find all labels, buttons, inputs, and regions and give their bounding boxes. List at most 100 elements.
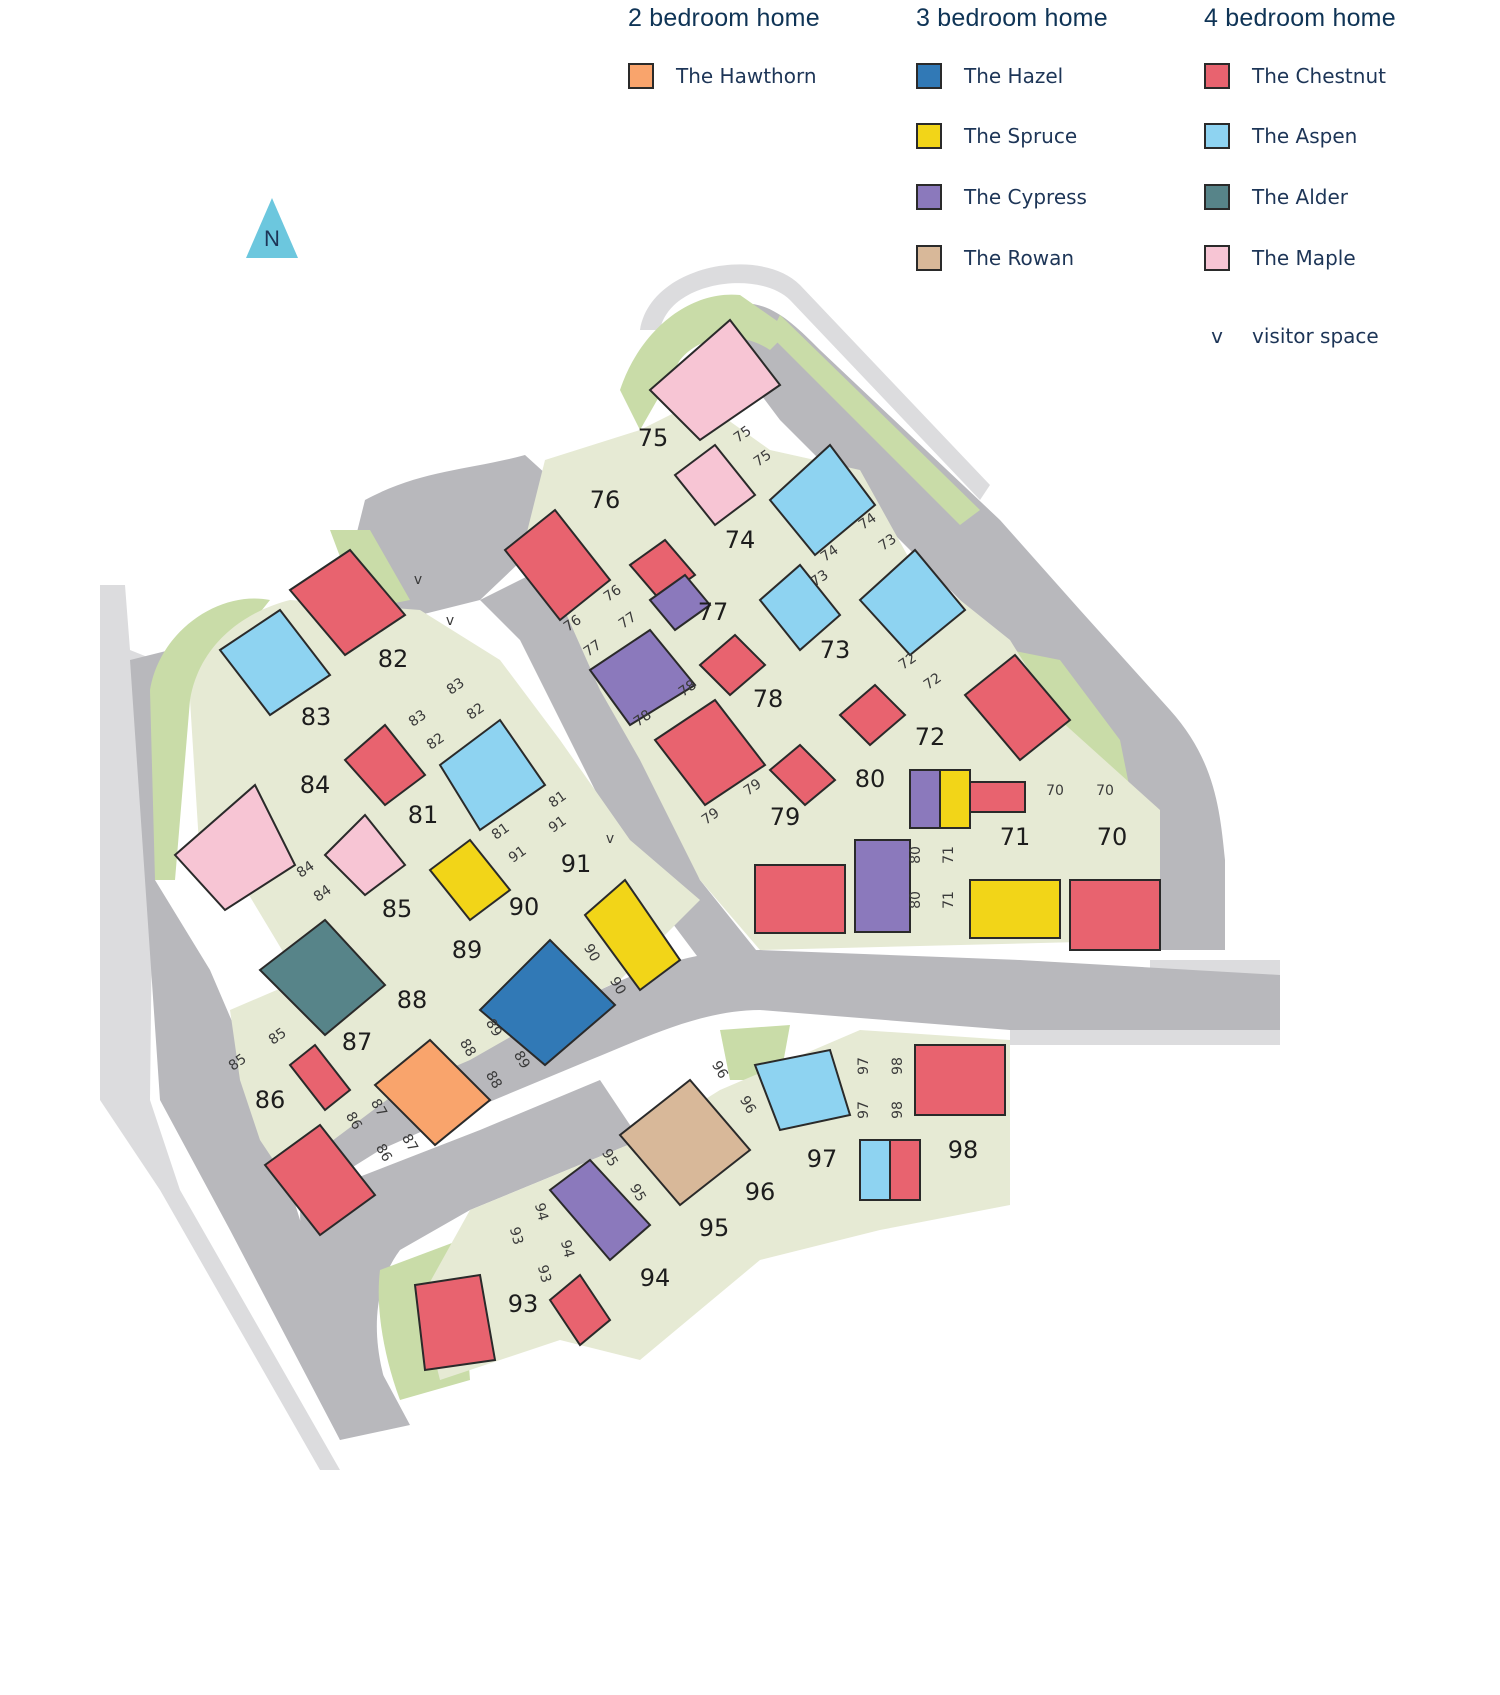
legend-item-hazel: The Hazel xyxy=(916,61,1063,91)
parking-space-label: 95 xyxy=(598,1146,621,1169)
house-plot-80-neighbour[interactable] xyxy=(939,769,971,829)
house-plot-98-garage[interactable] xyxy=(889,1139,921,1201)
house-plot-98[interactable] xyxy=(914,1044,1006,1116)
legend-swatch-cypress xyxy=(916,184,942,210)
plot-number-93: 93 xyxy=(508,1290,539,1318)
plot-number-73: 73 xyxy=(820,636,851,664)
house-plot-72-garage[interactable] xyxy=(838,683,907,747)
legend-label-aspen: The Aspen xyxy=(1252,124,1358,148)
parking-space-label: 97 xyxy=(856,1057,872,1075)
footpath-west xyxy=(100,585,340,1470)
house-plot-91[interactable] xyxy=(428,838,512,922)
legend-item-hawthorn: The Hawthorn xyxy=(628,61,817,91)
parking-space-label: 87 xyxy=(367,1096,390,1119)
parking-space-label: 96 xyxy=(736,1093,759,1117)
house-plot-93[interactable] xyxy=(413,1273,497,1372)
parking-space-label: 88 xyxy=(456,1036,479,1059)
house-plot-78[interactable] xyxy=(653,698,767,807)
footpath-east-south xyxy=(1010,1030,1280,1045)
green-north xyxy=(620,294,790,430)
plot-number-87: 87 xyxy=(342,1028,373,1056)
houses xyxy=(173,318,1161,1372)
parking-space-label: 93 xyxy=(534,1263,554,1284)
plot-number-72: 72 xyxy=(915,723,946,751)
visitor-space-mark: v xyxy=(606,831,614,847)
house-plot-89-90[interactable] xyxy=(478,938,617,1067)
plot-number-78: 78 xyxy=(753,685,784,713)
green-west xyxy=(150,598,270,880)
plot-number-84: 84 xyxy=(300,771,331,799)
parking-space-label: 89 xyxy=(482,1016,505,1039)
plot-number-83: 83 xyxy=(301,703,332,731)
house-plot-80[interactable] xyxy=(909,769,941,829)
house-plot-87[interactable] xyxy=(288,1043,352,1112)
house-plot-85[interactable] xyxy=(258,918,387,1037)
house-plot-95-96[interactable] xyxy=(618,1078,752,1207)
parking-space-label: 97 xyxy=(856,1101,872,1119)
house-plot-83-garage[interactable] xyxy=(343,723,427,807)
legend-label-maple: The Maple xyxy=(1252,246,1356,270)
plot-number-77: 77 xyxy=(698,598,729,626)
legend-item-spruce: The Spruce xyxy=(916,121,1077,151)
house-plot-94[interactable] xyxy=(548,1158,652,1262)
house-plot-78-garage[interactable] xyxy=(698,633,767,697)
house-plot-75[interactable] xyxy=(648,318,782,442)
legend-item-aspen: The Aspen xyxy=(1204,121,1357,151)
legend-item-rowan: The Rowan xyxy=(916,243,1074,273)
visitor-space-symbol: v xyxy=(1211,324,1223,348)
plot-number-90: 90 xyxy=(509,893,540,921)
house-plot-97-garage[interactable] xyxy=(859,1139,891,1201)
house-plot-86[interactable] xyxy=(263,1123,377,1237)
legend-item-cypress: The Cypress xyxy=(916,182,1087,212)
north-arrow-triangle xyxy=(246,198,298,258)
parking-space-label: 96 xyxy=(708,1058,731,1082)
legend-swatch-rowan xyxy=(916,245,942,271)
house-plot-82[interactable] xyxy=(288,548,407,657)
house-plot-79[interactable] xyxy=(754,864,846,934)
house-plot-84[interactable] xyxy=(173,783,297,912)
house-plot-76[interactable] xyxy=(503,508,612,622)
legend-label-cypress: The Cypress xyxy=(964,185,1087,209)
house-plot-70[interactable] xyxy=(1069,879,1161,951)
parking-space-label: 80 xyxy=(908,846,924,864)
plot-number-85: 85 xyxy=(382,895,413,923)
house-plot-80-main[interactable] xyxy=(854,839,911,933)
parking-space-label: 98 xyxy=(890,1101,906,1119)
house-plot-73[interactable] xyxy=(858,548,967,657)
parking-space-label: 89 xyxy=(510,1048,533,1071)
road-north-spine xyxy=(350,455,580,620)
parking-space-label: 98 xyxy=(890,1057,906,1075)
house-plot-88[interactable] xyxy=(373,1038,492,1147)
legend-item-alder: The Alder xyxy=(1204,182,1348,212)
legend-swatch-maple xyxy=(1204,245,1230,271)
legend-label-chestnut: The Chestnut xyxy=(1252,64,1386,88)
legend-swatch-aspen xyxy=(1204,123,1230,149)
house-plot-97[interactable] xyxy=(753,1048,852,1132)
legend-heading-4-bedroom: 4 bedroom home xyxy=(1204,4,1396,32)
house-plot-74-garage[interactable] xyxy=(758,563,842,652)
plot-number-97: 97 xyxy=(807,1145,838,1173)
legend-label-hawthorn: The Hawthorn xyxy=(676,64,817,88)
legend-heading-2-bedroom: 2 bedroom home xyxy=(628,4,820,32)
house-plot-79-garage[interactable] xyxy=(768,743,837,807)
house-plot-75-garage[interactable] xyxy=(673,443,757,527)
legend-item-visitor-space: v visitor space xyxy=(1204,321,1379,351)
road-main-east-west xyxy=(260,950,1280,1200)
plot-number-71: 71 xyxy=(1000,823,1031,851)
house-plot-77-main[interactable] xyxy=(588,628,697,727)
house-plot-72[interactable] xyxy=(963,653,1072,762)
house-plot-83[interactable] xyxy=(218,608,332,717)
house-plot-91-main[interactable] xyxy=(583,878,682,992)
plot-number-86: 86 xyxy=(255,1086,286,1114)
house-plot-72-annex[interactable] xyxy=(969,781,1026,813)
parking-space-label: 71 xyxy=(941,891,957,909)
legend-swatch-chestnut xyxy=(1204,63,1230,89)
house-plot-74[interactable] xyxy=(768,443,877,557)
house-plot-84-garage[interactable] xyxy=(323,813,407,897)
plot-number-98: 98 xyxy=(948,1136,979,1164)
house-plot-77[interactable] xyxy=(648,573,712,632)
house-plot-81[interactable] xyxy=(438,718,547,832)
house-plot-94-garage[interactable] xyxy=(548,1273,612,1347)
house-plot-71[interactable] xyxy=(969,879,1061,939)
